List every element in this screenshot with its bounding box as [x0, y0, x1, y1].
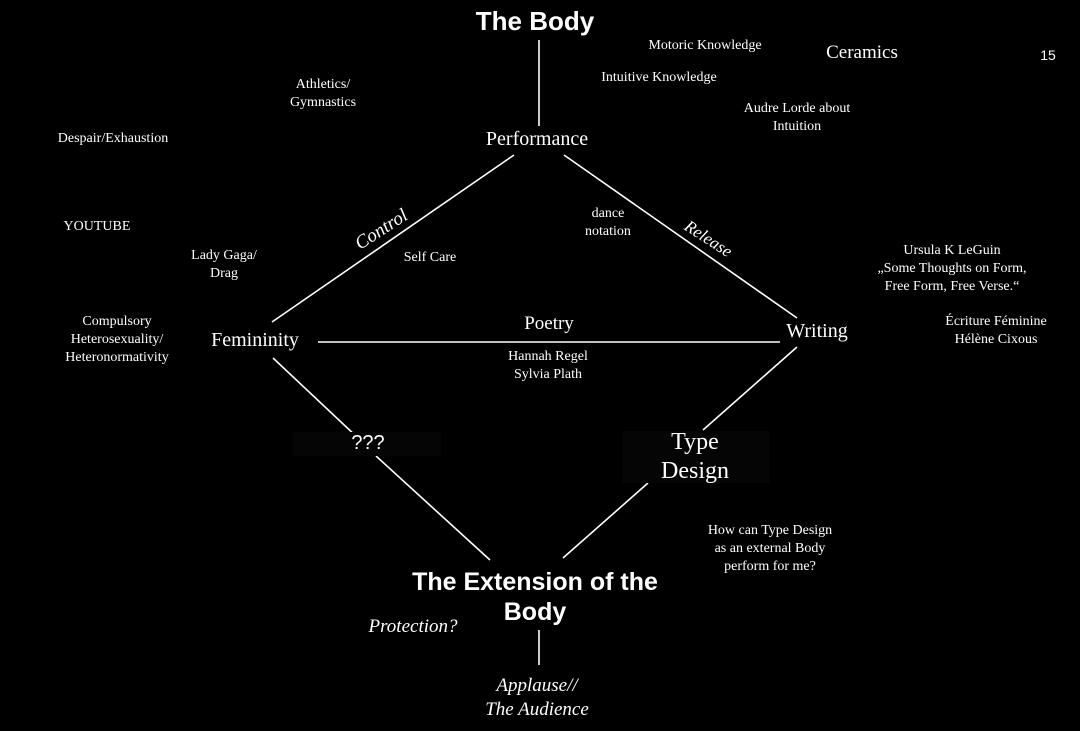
note-applause: Applause// The Audience	[485, 675, 589, 720]
line-unknown-extension	[375, 455, 491, 561]
top-title: The Body	[475, 6, 595, 36]
note-hannah-sylvia: Hannah Regel Sylvia Plath	[508, 349, 588, 383]
line-typedesign-extension	[562, 482, 649, 559]
note-lady-gaga: Lady Gaga/ Drag	[191, 248, 257, 282]
node-femininity: Femininity	[211, 329, 299, 351]
note-type-question: How can Type Design as an external Body …	[707, 523, 833, 575]
note-compulsory: Compulsory Heterosexuality/ Heteronormat…	[65, 314, 169, 366]
node-writing: Writing	[786, 320, 848, 342]
unknown-label-box	[293, 432, 441, 456]
note-ecriture-feminine: Écriture Féminine Hélène Cixous	[945, 314, 1047, 348]
note-athletics: Athletics/ Gymnastics	[289, 77, 357, 111]
page-number: 15	[1040, 47, 1056, 63]
edge-label-protection: Protection?	[368, 616, 458, 637]
note-dance-notation: dance notation	[585, 206, 631, 240]
line-femininity-unknown	[272, 357, 359, 439]
line-performance-writing	[563, 154, 798, 319]
node-performance: Performance	[485, 128, 589, 150]
line-performance-femininity	[271, 154, 515, 323]
note-audre-lorde: Audre Lorde about Intuition	[743, 101, 851, 135]
edge-label-poetry: Poetry	[524, 313, 574, 334]
note-ursula-leguin: Ursula K LeGuin „Some Thoughts on Form, …	[877, 243, 1027, 295]
note-ceramics: Ceramics	[826, 42, 898, 63]
type-design-label-box	[622, 431, 770, 483]
note-despair: Despair/Exhaustion	[57, 131, 169, 146]
bottom-title: The Extension of the Body	[412, 568, 658, 626]
node-type-design: Type Design	[661, 429, 729, 485]
line-writing-typedesign	[702, 346, 798, 431]
note-intuitive-knowledge: Intuitive Knowledge	[601, 70, 717, 85]
node-unknown: ???	[351, 432, 385, 454]
note-self-care: Self Care	[403, 250, 457, 265]
note-youtube: YOUTUBE	[63, 219, 131, 234]
note-motoric-knowledge: Motoric Knowledge	[648, 38, 762, 53]
